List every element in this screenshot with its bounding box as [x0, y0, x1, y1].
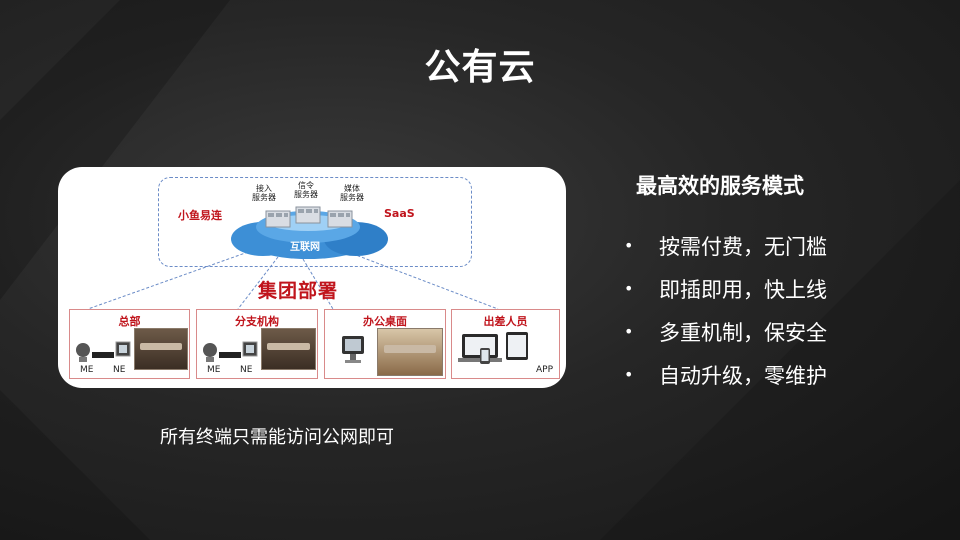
device-label-ne: NE	[240, 365, 253, 375]
site-headquarters: 总部 ME NE	[69, 309, 190, 379]
site-title: 办公桌面	[363, 315, 407, 328]
list-item: •按需付费，无门槛	[624, 234, 827, 259]
group-deploy-title: 集团部署	[258, 280, 339, 302]
meeting-room-image	[134, 328, 188, 370]
list-item: •自动升级，零维护	[624, 363, 827, 388]
desktop-terminal-icon	[342, 336, 364, 363]
server-label-signaling: 信令服务器	[294, 181, 318, 199]
device-label-me: ME	[207, 365, 221, 375]
site-branch: 分支机构 ME NE	[196, 309, 318, 379]
diagram-caption: 所有终端只需能访问公网即可	[160, 427, 394, 448]
list-item: •多重机制，保安全	[624, 320, 827, 345]
server-stack-icon	[265, 206, 353, 228]
feature-list: •按需付费，无门槛 •即插即用，快上线 •多重机制，保安全 •自动升级，零维护	[624, 224, 827, 396]
meeting-room-image	[261, 328, 316, 370]
site-title: 总部	[118, 315, 141, 328]
bullet-icon: •	[624, 365, 634, 384]
section-heading: 最高效的服务模式	[636, 174, 804, 198]
terminal-devices-icon	[76, 341, 131, 362]
list-item: •即插即用，快上线	[624, 277, 827, 302]
bullet-icon: •	[624, 236, 634, 255]
network-diagram: 小鱼易连 SaaS 互联网 接入服务器 信令服务器 媒体服务器 集团部署 总部 …	[58, 167, 566, 388]
slide-title: 公有云	[424, 47, 536, 88]
device-label-app: APP	[535, 365, 553, 375]
site-office-desktop: 办公桌面	[324, 309, 446, 379]
cloud-region	[158, 177, 472, 267]
cloud-center-label: 互联网	[290, 242, 320, 253]
cloud-left-label: 小鱼易连	[178, 209, 222, 222]
server-label-media: 媒体服务器	[340, 184, 364, 202]
site-title: 出差人员	[483, 315, 528, 328]
server-label-access: 接入服务器	[252, 184, 276, 202]
office-image	[377, 328, 443, 376]
site-business-travel: 出差人员 APP	[451, 309, 560, 379]
bullet-icon: •	[624, 322, 634, 341]
device-label-me: ME	[80, 365, 94, 375]
cloud-graphic	[87, 206, 499, 310]
site-title: 分支机构	[235, 315, 279, 328]
cloud-right-label: SaaS	[384, 207, 415, 220]
bullet-icon: •	[624, 279, 634, 298]
laptop-phone-icon	[458, 332, 528, 364]
terminal-devices-icon	[203, 341, 258, 362]
device-label-ne: NE	[113, 365, 126, 375]
